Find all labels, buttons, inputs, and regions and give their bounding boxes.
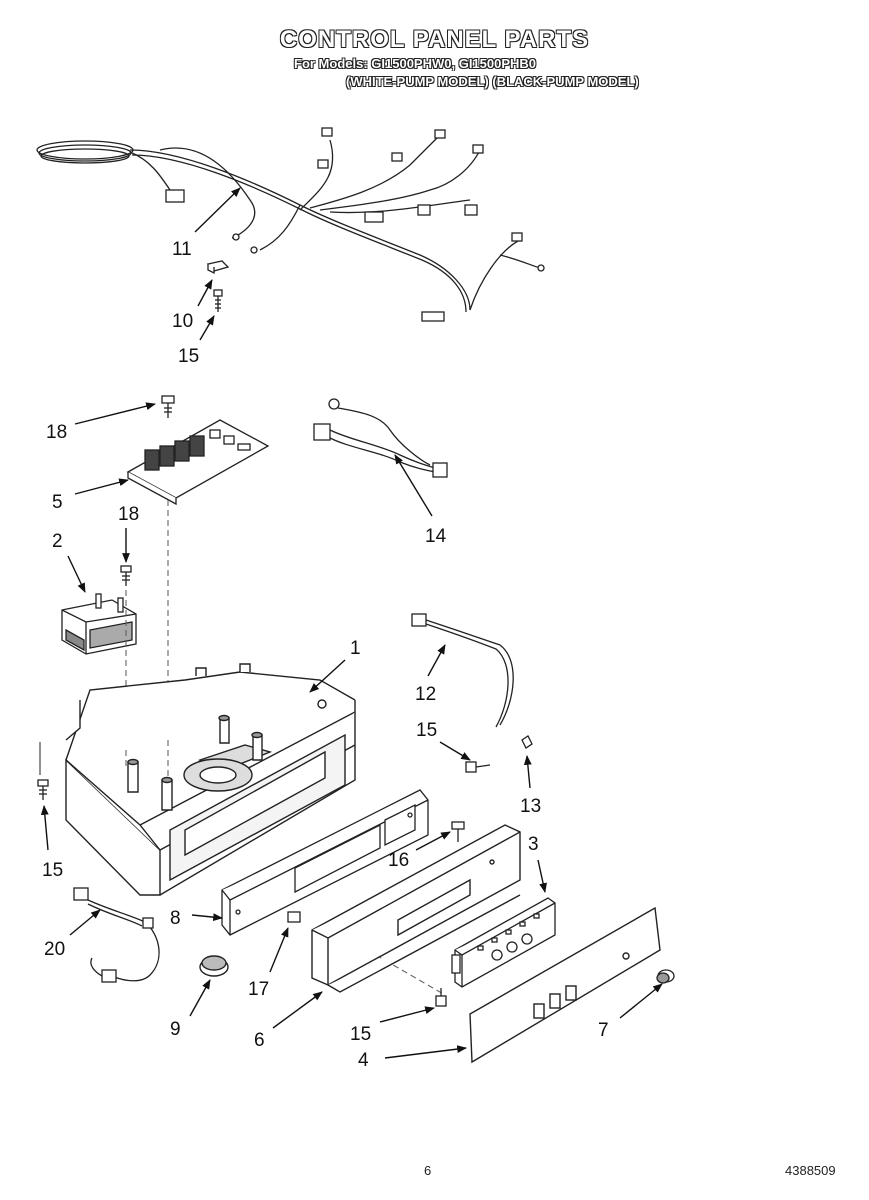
screw-board (161, 395, 175, 418)
callout-3: 3 (528, 834, 539, 855)
callout-2: 2 (52, 531, 63, 552)
page-number: 6 (424, 1163, 432, 1178)
screw-right (465, 761, 491, 773)
callout-10: 10 (172, 311, 193, 332)
wire-clip-right (521, 735, 533, 749)
mounting-bracket (221, 789, 429, 936)
callout-15-bottom: 15 (350, 1024, 371, 1045)
callout-13: 13 (520, 796, 541, 817)
callout-18-transformer: 18 (118, 504, 139, 525)
leader-arrows (40, 187, 663, 1059)
page-title: CONTROL PANEL PARTS (279, 26, 590, 53)
callouts: 11 10 15 18 5 18 2 14 1 12 15 13 3 16 15… (42, 239, 609, 1071)
callout-6: 6 (254, 1030, 265, 1051)
power-wire (411, 613, 514, 728)
control-board (126, 419, 270, 506)
thermistor-wire (73, 887, 160, 983)
screw-front (451, 821, 465, 842)
screw-bottom (435, 988, 447, 1007)
wire-clip (206, 260, 230, 275)
callout-18-board: 18 (46, 422, 67, 443)
callout-5: 5 (52, 492, 63, 513)
screw-transformer (120, 565, 132, 586)
transformer (61, 593, 137, 655)
callout-1: 1 (350, 638, 361, 659)
screw-top (213, 289, 223, 312)
screw-left (37, 742, 49, 800)
control-box-housing (65, 663, 356, 896)
callout-12: 12 (415, 684, 436, 705)
control-panel-front (311, 824, 521, 993)
knob (199, 955, 229, 977)
callout-11: 11 (172, 239, 192, 260)
callout-16: 16 (388, 850, 409, 871)
callout-8: 8 (170, 908, 181, 929)
callout-17: 17 (248, 979, 269, 1000)
sensor-wire (313, 398, 448, 478)
callout-7: 7 (598, 1020, 609, 1041)
wire-harness (36, 127, 545, 322)
callout-15-left: 15 (42, 860, 63, 881)
callout-15-top: 15 (178, 346, 199, 367)
variants-line: (WHITE-PUMP MODEL) (BLACK-PUMP MODEL) (346, 74, 639, 89)
document-number: 4388509 (785, 1163, 836, 1178)
callout-20: 20 (44, 939, 65, 960)
callout-4: 4 (358, 1050, 369, 1071)
callout-14: 14 (425, 526, 447, 547)
callout-9: 9 (170, 1019, 181, 1040)
models-line: For Models: GI1500PHW0, GI1500PHB0 (294, 56, 537, 71)
callout-15-right: 15 (416, 720, 437, 741)
faceplate (469, 906, 661, 1064)
button-knob (656, 969, 675, 984)
small-switch (287, 911, 301, 923)
electronic-control (451, 897, 556, 988)
